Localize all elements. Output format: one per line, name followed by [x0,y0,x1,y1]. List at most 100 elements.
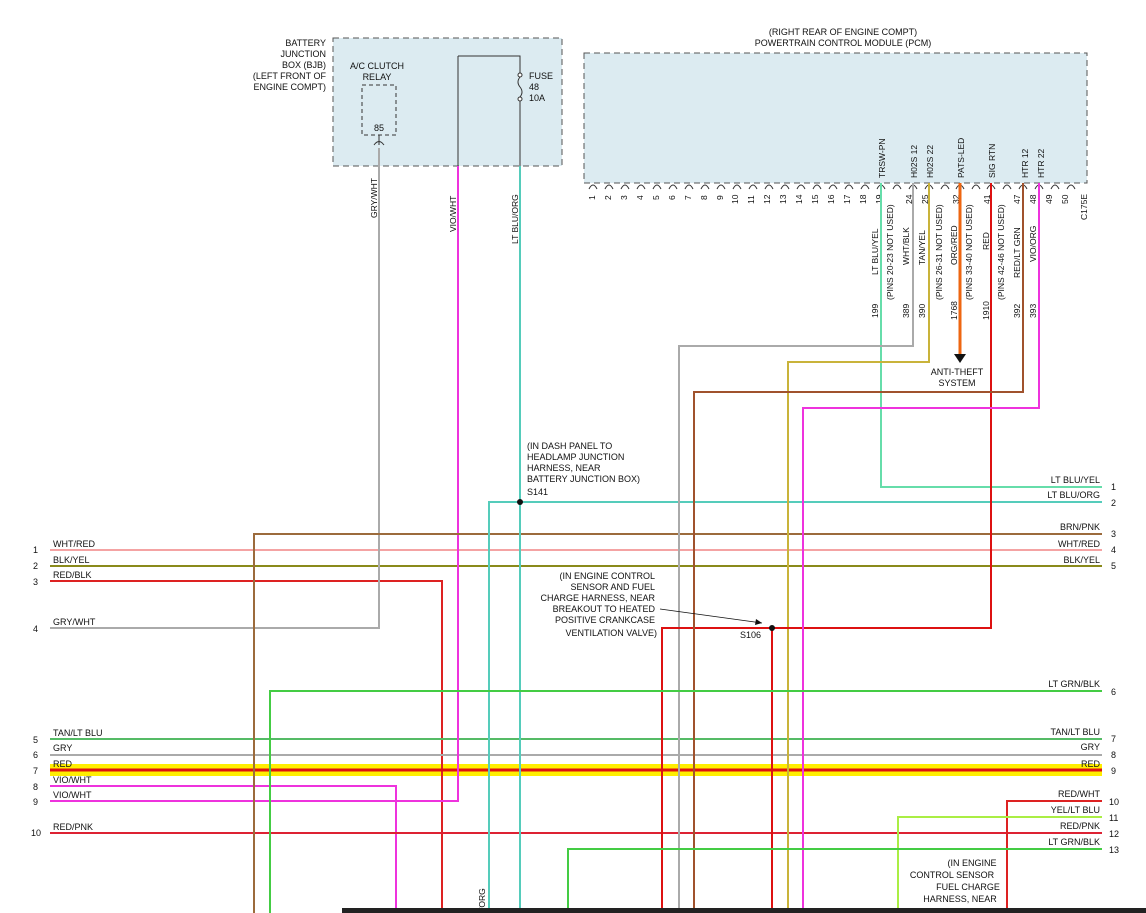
pcm-terminal-icon [652,184,662,190]
right-pin-number: 9 [1111,766,1116,776]
pcm-wire-color: VIO/ORG [1028,226,1038,262]
wire-lt-grn-blk-13 [567,848,1102,913]
pcm-pin-number: 49 [1044,194,1054,204]
wire-label-gry-wht: GRY/WHT [369,178,379,218]
pcm-terminal-icon [732,184,742,190]
left-pin-number: 9 [33,797,38,807]
left-wire-label: TAN/LT BLU [53,728,103,738]
pcm-terminals [588,184,1076,190]
s141-note-line: BATTERY JUNCTION BOX) [527,474,640,484]
pcm-title-line: POWERTRAIN CONTROL MODULE (PCM) [755,38,932,48]
right-wire-label: RED/PNK [1060,821,1100,831]
left-wire-label: BLK/YEL [53,555,90,565]
pcm-wire-color: LT BLU/YEL [870,228,880,275]
right-wire-label: TAN/LT BLU [1050,727,1100,737]
left-pin-number: 3 [33,577,38,587]
pcm-pin-number: 15 [810,194,820,204]
right-wire-label: BLK/YEL [1063,555,1100,565]
pcm-pin-number: 13 [778,194,788,204]
pcm-signal: PATS-LED [956,138,966,178]
left-wire-label: RED/BLK [53,570,92,580]
wire-red-s106-left [661,627,772,913]
pcm-pin-number: 12 [762,194,772,204]
s141-label: S141 [527,487,548,497]
circuit-number: 389 [901,304,911,318]
right-pin-number: 5 [1111,561,1116,571]
pcm-terminal-icon [588,184,598,190]
bottom-note-line: HARNESS, NEAR [923,894,997,904]
relay-terminal-icon [373,135,385,146]
bjb-title-line: JUNCTION [281,49,327,59]
pcm-terminal-icon [940,184,950,190]
left-wire-label: GRY [53,743,72,753]
battery-junction-box [332,37,563,167]
right-wire-label: BRN/PNK [1060,522,1100,532]
s141-note-line: HEADLAMP JUNCTION [527,452,624,462]
pcm-pin-number: 1 [587,195,597,200]
pcm-circuit-numbers: 199 389 390 1768 1910 392 393 [870,301,1038,320]
left-pin-number: 4 [33,624,38,634]
left-pin-number: 10 [31,828,41,838]
wire-brn-pnk [253,533,1102,913]
not-used-note: (PINS 33-40 NOT USED) [964,204,974,300]
s141-note: (IN DASH PANEL TO HEADLAMP JUNCTION HARN… [527,441,640,497]
pcm-pin-number: 8 [699,195,709,200]
bjb-title-line: BATTERY [285,38,326,48]
pcm-terminal-icon [828,184,838,190]
pcm-terminal-icon [620,184,630,190]
pcm-signal-names: TRSW-PN H02S 12 H02S 22 PATS-LED SIG RTN… [877,138,1046,178]
pcm-pin-number: 18 [858,194,868,204]
wire-lt-grn-blk-6 [269,690,1102,913]
fuse-terminal-icon [517,96,523,102]
bjb-title-line: ENGINE COMPT) [253,82,326,92]
wire-vio-org [802,183,1040,913]
s106-note-line: SENSOR AND FUEL [570,582,655,592]
anti-theft-arrow-icon [954,354,966,363]
pcm-pin-number: 10 [730,194,740,204]
left-pin-number: 1 [33,545,38,555]
right-wire-label: LT GRN/BLK [1048,837,1100,847]
right-pin-number: 13 [1109,845,1119,855]
pcm-wire-color: RED [981,232,991,250]
pcm-terminal-icon [716,184,726,190]
fuse-label-line: FUSE [529,71,553,81]
not-used-note: (PINS 20-23 NOT USED) [885,204,895,300]
wire-wht-blk [678,183,914,913]
left-wire-label: RED [53,759,73,769]
right-wire-label: LT BLU/ORG [1047,490,1100,500]
pcm-wire-color: ORG/RED [949,225,959,265]
pcm-pin-number: 47 [1012,194,1022,204]
pcm-terminal-icon [748,184,758,190]
page-edge-strip [342,908,1146,913]
bottom-note-line: FUEL CHARGE [936,882,1000,892]
pcm-terminal-icon [700,184,710,190]
right-wire-label: WHT/RED [1058,539,1100,549]
wire-red-lt-grn [693,183,1024,913]
not-used-note: (PINS 42-46 NOT USED) [996,204,1006,300]
s106-note-line: (IN ENGINE CONTROL [559,571,655,581]
pcm-pin-number: 32 [951,194,961,204]
s106-leader [659,608,763,624]
pcm-signal: TRSW-PN [877,138,887,178]
circuit-number: 1768 [949,301,959,320]
pcm-pin-number: 19 [874,194,884,204]
pcm-terminal-icon [844,184,854,190]
pcm-pin-number: 9 [715,195,725,200]
anti-theft-label: ANTI-THEFT SYSTEM [931,367,984,388]
pcm-wire-color: RED/LT GRN [1012,227,1022,278]
fuse-48-icon [517,58,523,166]
pcm-pin-number: 24 [904,194,914,204]
pcm-terminal-icon [668,184,678,190]
right-wire-label: RED [1081,759,1101,769]
pcm-wire-color: TAN/YEL [917,230,927,265]
not-used-note: (PINS 26-31 NOT USED) [934,204,944,300]
right-pin-number: 11 [1109,813,1118,823]
s141-note-line: HARNESS, NEAR [527,463,601,473]
bottom-note-line: (IN ENGINE [947,858,996,868]
left-pin-number: 8 [33,782,38,792]
right-pin-number: 7 [1111,734,1116,744]
left-pin-number: 5 [33,735,38,745]
wire-vio-wht-8 [50,785,397,913]
